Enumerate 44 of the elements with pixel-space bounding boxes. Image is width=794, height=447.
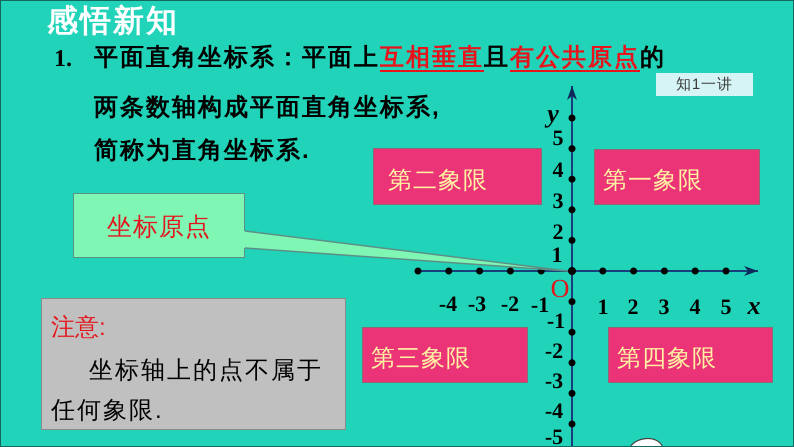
- list-number: 1.: [54, 47, 72, 71]
- quadrant-label: 第四象限: [617, 347, 717, 371]
- tick-label: 3: [658, 296, 670, 318]
- tick-label: 1: [598, 296, 608, 318]
- tick-label: 4: [690, 296, 700, 318]
- tick-label: -1: [546, 310, 566, 332]
- tick-label: -4: [544, 400, 564, 422]
- quadrant-box: [362, 327, 528, 383]
- tick-label: 4: [552, 159, 564, 181]
- quadrant-box: [373, 148, 542, 205]
- tick-label: 2: [552, 221, 564, 243]
- callout-box: [73, 193, 245, 258]
- tick-label: 5: [552, 127, 564, 149]
- quadrant-label: 第一象限: [603, 169, 703, 193]
- tick-label: 2: [628, 296, 638, 318]
- tick-label: -5: [544, 426, 564, 446]
- note-box: [41, 298, 346, 430]
- quadrant-box: [608, 327, 773, 383]
- origin-label: O: [550, 276, 570, 302]
- note-heading: 注意:: [51, 313, 107, 343]
- tick-label: -3: [544, 370, 564, 392]
- tick-label: -3: [468, 293, 486, 315]
- tick-label: -2: [544, 340, 564, 362]
- quadrant-box: [594, 149, 760, 205]
- callout-text: 坐标原点: [107, 215, 211, 240]
- definition-text: 两条数轴构成平面直角坐标系,: [94, 96, 441, 120]
- axis-label: y: [547, 101, 559, 127]
- note-text: 坐标轴上的点不属于任何象限.: [51, 356, 324, 426]
- definition-text: 平面直角坐标系：平面上互相垂直且有公共原点的: [94, 46, 666, 70]
- definition-text: 简称为直角坐标系.: [94, 139, 311, 163]
- tick-label: -1: [530, 294, 550, 316]
- tick-label: 1: [552, 244, 562, 266]
- origin-point: [568, 267, 576, 275]
- tick-label: 5: [720, 296, 732, 318]
- quadrant-label: 第二象限: [388, 168, 488, 192]
- tick-label: -2: [500, 293, 520, 315]
- tick-label: 3: [552, 190, 564, 212]
- lecture-tag: [656, 73, 753, 96]
- axis-label: x: [748, 293, 760, 319]
- slide-title: 感悟新知: [47, 2, 179, 40]
- quadrant-label: 第三象限: [371, 347, 471, 371]
- tag-text: 知1一讲: [676, 77, 734, 92]
- tick-label: -4: [438, 293, 458, 315]
- callout-pointer: [244, 230, 569, 272]
